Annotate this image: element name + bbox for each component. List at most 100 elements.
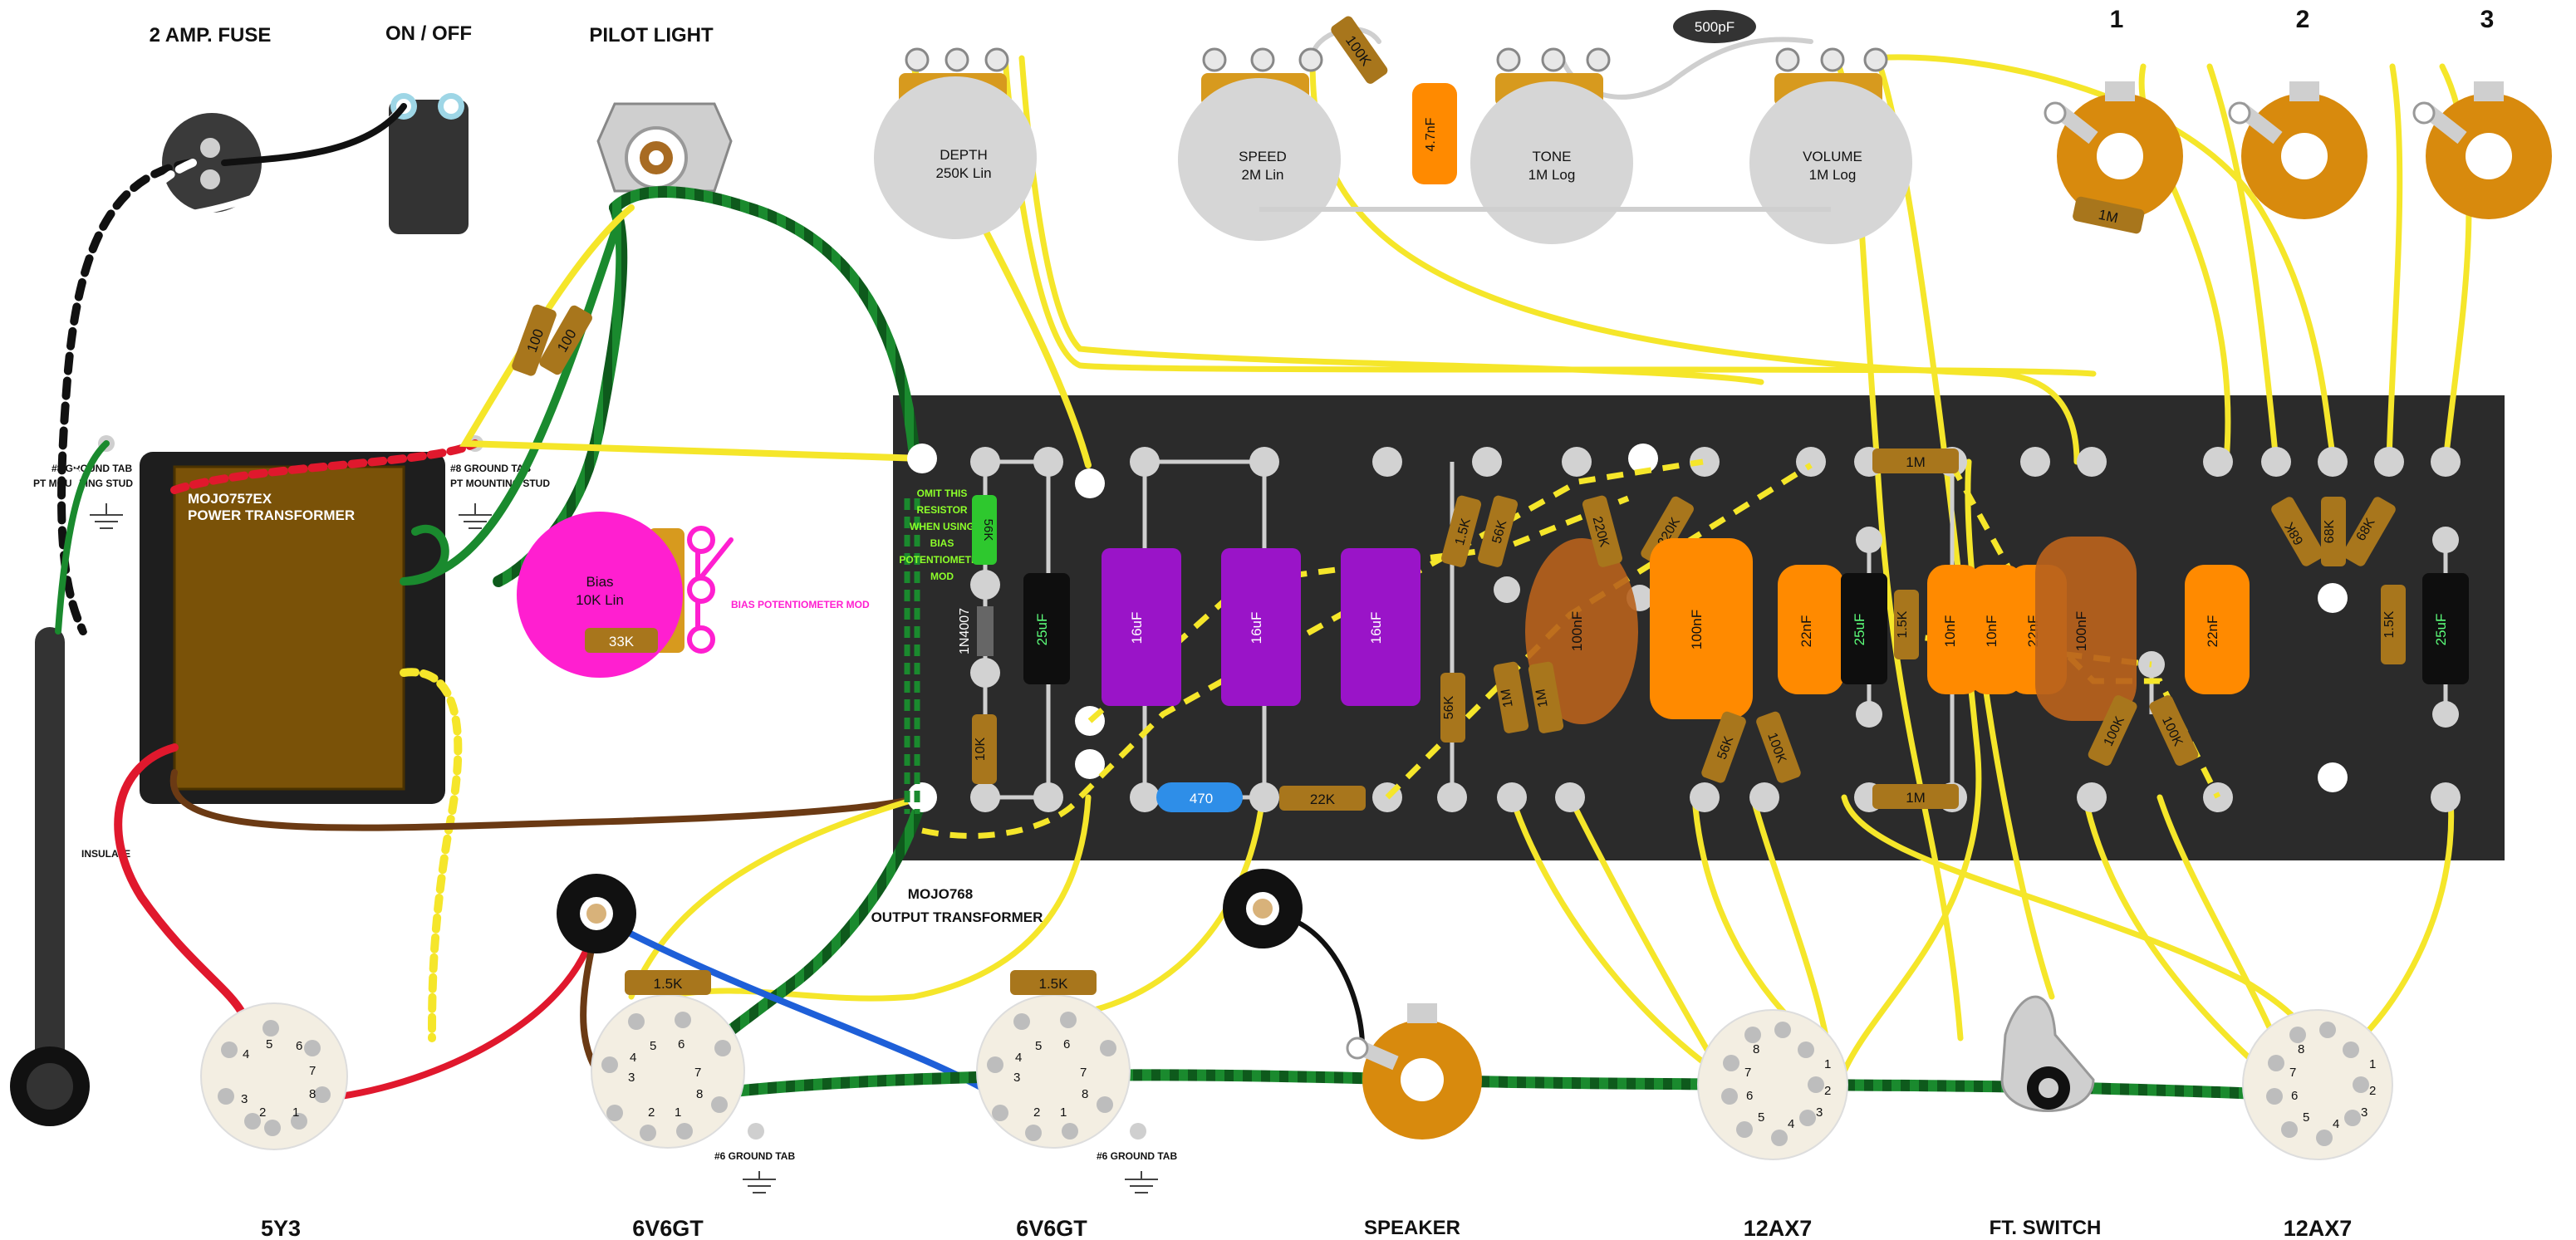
ot-name-label: OUTPUT TRANSFORMER bbox=[871, 909, 1043, 925]
ground-symbol-6v6-a bbox=[743, 1171, 776, 1193]
cap-100nf-b: 100nF bbox=[1650, 538, 1753, 719]
svg-text:100nF: 100nF bbox=[1569, 611, 1585, 651]
svg-text:16uF: 16uF bbox=[1249, 612, 1264, 645]
footswitch-jack[interactable] bbox=[2000, 995, 2095, 1112]
svg-text:4: 4 bbox=[1015, 1051, 1022, 1065]
ground-tab-6v6-b bbox=[1130, 1123, 1146, 1140]
svg-text:8: 8 bbox=[1082, 1087, 1088, 1101]
resistor-22k: 22K bbox=[1279, 786, 1366, 811]
ground-symbol-left bbox=[90, 503, 123, 529]
ground-tab-6v6-b-label: #6 GROUND TAB bbox=[1097, 1150, 1177, 1162]
svg-text:22nF: 22nF bbox=[2205, 615, 2220, 648]
cap-4n7 bbox=[1412, 83, 1457, 184]
board-ground-bus bbox=[904, 498, 920, 814]
socket-5y3-pin-labels: 1 2 3 4 5 6 7 8 bbox=[241, 1037, 316, 1120]
svg-text:5: 5 bbox=[266, 1037, 272, 1051]
svg-text:25uF: 25uF bbox=[1034, 614, 1050, 646]
socket-12ax7-b-pins bbox=[2266, 1022, 2369, 1146]
cap-500pf-label: 500pF bbox=[1695, 19, 1735, 35]
svg-text:56K: 56K bbox=[1442, 695, 1456, 719]
chassis-ground-rod bbox=[10, 627, 90, 1126]
pot-depth-name: DEPTH bbox=[940, 147, 988, 163]
svg-text:56K: 56K bbox=[981, 519, 995, 542]
svg-text:22nF: 22nF bbox=[1798, 615, 1814, 648]
ground-symbol-right bbox=[459, 503, 492, 529]
bias-pot-value: 10K Lin bbox=[576, 592, 624, 608]
cap-25uf-a: 25uF bbox=[1023, 573, 1070, 684]
svg-text:8: 8 bbox=[2298, 1042, 2304, 1056]
svg-text:100nF: 100nF bbox=[1689, 610, 1705, 649]
svg-text:3: 3 bbox=[1816, 1105, 1823, 1120]
svg-text:2: 2 bbox=[1824, 1084, 1831, 1098]
ground-tab-6v6-a-label: #6 GROUND TAB bbox=[714, 1150, 795, 1162]
pot-tone[interactable] bbox=[1470, 47, 1633, 244]
input-jack-3[interactable] bbox=[2412, 81, 2552, 219]
svg-text:4: 4 bbox=[630, 1051, 636, 1065]
svg-text:8: 8 bbox=[696, 1087, 703, 1101]
cap-4n7-label: 4.7nF bbox=[1424, 117, 1438, 151]
svg-text:8: 8 bbox=[1753, 1042, 1759, 1056]
svg-text:5: 5 bbox=[1758, 1110, 1764, 1125]
pot-volume[interactable] bbox=[1749, 47, 1912, 244]
svg-text:7: 7 bbox=[309, 1064, 316, 1078]
svg-text:1M: 1M bbox=[1906, 454, 1926, 470]
svg-text:3: 3 bbox=[628, 1071, 635, 1085]
svg-text:1: 1 bbox=[1060, 1105, 1067, 1120]
grommet-speaker bbox=[1223, 869, 1303, 948]
svg-text:4: 4 bbox=[243, 1047, 249, 1061]
cap-100nf-c: 100nF bbox=[2035, 537, 2137, 721]
svg-text:OMIT THIS: OMIT THIS bbox=[917, 488, 968, 499]
grommet-ot-left bbox=[557, 874, 636, 953]
svg-text:1M: 1M bbox=[1499, 688, 1516, 708]
svg-text:6: 6 bbox=[296, 1039, 302, 1053]
ground-symbol-6v6-b bbox=[1125, 1171, 1158, 1193]
socket-6v6-a-pin-labels: 1 2 3 4 5 6 7 8 bbox=[628, 1037, 703, 1120]
svg-text:1: 1 bbox=[292, 1105, 299, 1120]
ground-tab-right-label-1: #8 GROUND TAB bbox=[450, 463, 531, 474]
svg-text:10K: 10K bbox=[974, 737, 988, 761]
svg-text:1.5K: 1.5K bbox=[1039, 976, 1069, 992]
svg-text:68K: 68K bbox=[2323, 519, 2337, 543]
socket-6v6-a-pins bbox=[601, 1012, 731, 1141]
svg-text:6: 6 bbox=[2291, 1089, 2298, 1103]
svg-text:1N4007: 1N4007 bbox=[958, 608, 972, 654]
svg-text:6: 6 bbox=[1063, 1037, 1070, 1051]
socket-12ax7-a-pin-labels: 1 2 3 4 5 6 7 8 bbox=[1744, 1042, 1831, 1131]
tube-label-5y3: 5Y3 bbox=[261, 1216, 301, 1240]
bias-mod-label: BIAS POTENTIOMETER MOD bbox=[731, 599, 870, 610]
resistor-1k5-tube-a: 1.5K bbox=[625, 970, 711, 995]
svg-text:1M: 1M bbox=[1533, 688, 1551, 708]
pot-tone-value: 1M Log bbox=[1528, 167, 1576, 183]
svg-text:25uF: 25uF bbox=[1852, 614, 1867, 646]
input-jack-1[interactable] bbox=[2044, 81, 2183, 219]
pilot-light-label: PILOT LIGHT bbox=[589, 24, 714, 47]
cap-16uf-c: 16uF bbox=[1341, 548, 1420, 706]
speaker-jack[interactable] bbox=[1346, 1003, 1482, 1140]
resistor-68k-c: 68K bbox=[2343, 497, 2396, 566]
pot-depth-value: 250K Lin bbox=[935, 165, 991, 181]
resistor-56k-a: 56K bbox=[1478, 495, 1519, 567]
svg-text:2: 2 bbox=[1033, 1105, 1040, 1120]
resistor-1k5-a: 1.5K bbox=[1441, 495, 1482, 567]
ftswitch-label: FT. SWITCH bbox=[1990, 1217, 2102, 1239]
pt-model-label: MOJO757EX bbox=[188, 491, 272, 507]
pot-volume-value: 1M Log bbox=[1809, 167, 1857, 183]
svg-text:10nF: 10nF bbox=[1984, 615, 1999, 648]
resistor-220k-a: 220K bbox=[1582, 495, 1622, 567]
svg-text:BIAS: BIAS bbox=[930, 537, 954, 549]
input-jack-2[interactable] bbox=[2228, 81, 2367, 219]
pot-speed[interactable] bbox=[1178, 47, 1341, 241]
resistor-56k-green: 56K bbox=[972, 495, 997, 565]
bias-pot[interactable] bbox=[517, 512, 715, 678]
power-switch bbox=[389, 93, 469, 234]
resistor-68k-b: 68K bbox=[2321, 497, 2346, 566]
svg-text:25uF: 25uF bbox=[2433, 614, 2449, 646]
resistor-100k-speed: 100K bbox=[1331, 16, 1388, 84]
svg-text:22K: 22K bbox=[1310, 792, 1336, 807]
tube-socket-5y3 bbox=[200, 1002, 348, 1150]
resistor-1m-b: 1M bbox=[1528, 661, 1564, 733]
pot-depth[interactable] bbox=[874, 47, 1037, 239]
svg-text:56K: 56K bbox=[1490, 518, 1510, 545]
pot-tone-name: TONE bbox=[1533, 149, 1572, 164]
resistor-10k: 10K bbox=[972, 714, 997, 784]
